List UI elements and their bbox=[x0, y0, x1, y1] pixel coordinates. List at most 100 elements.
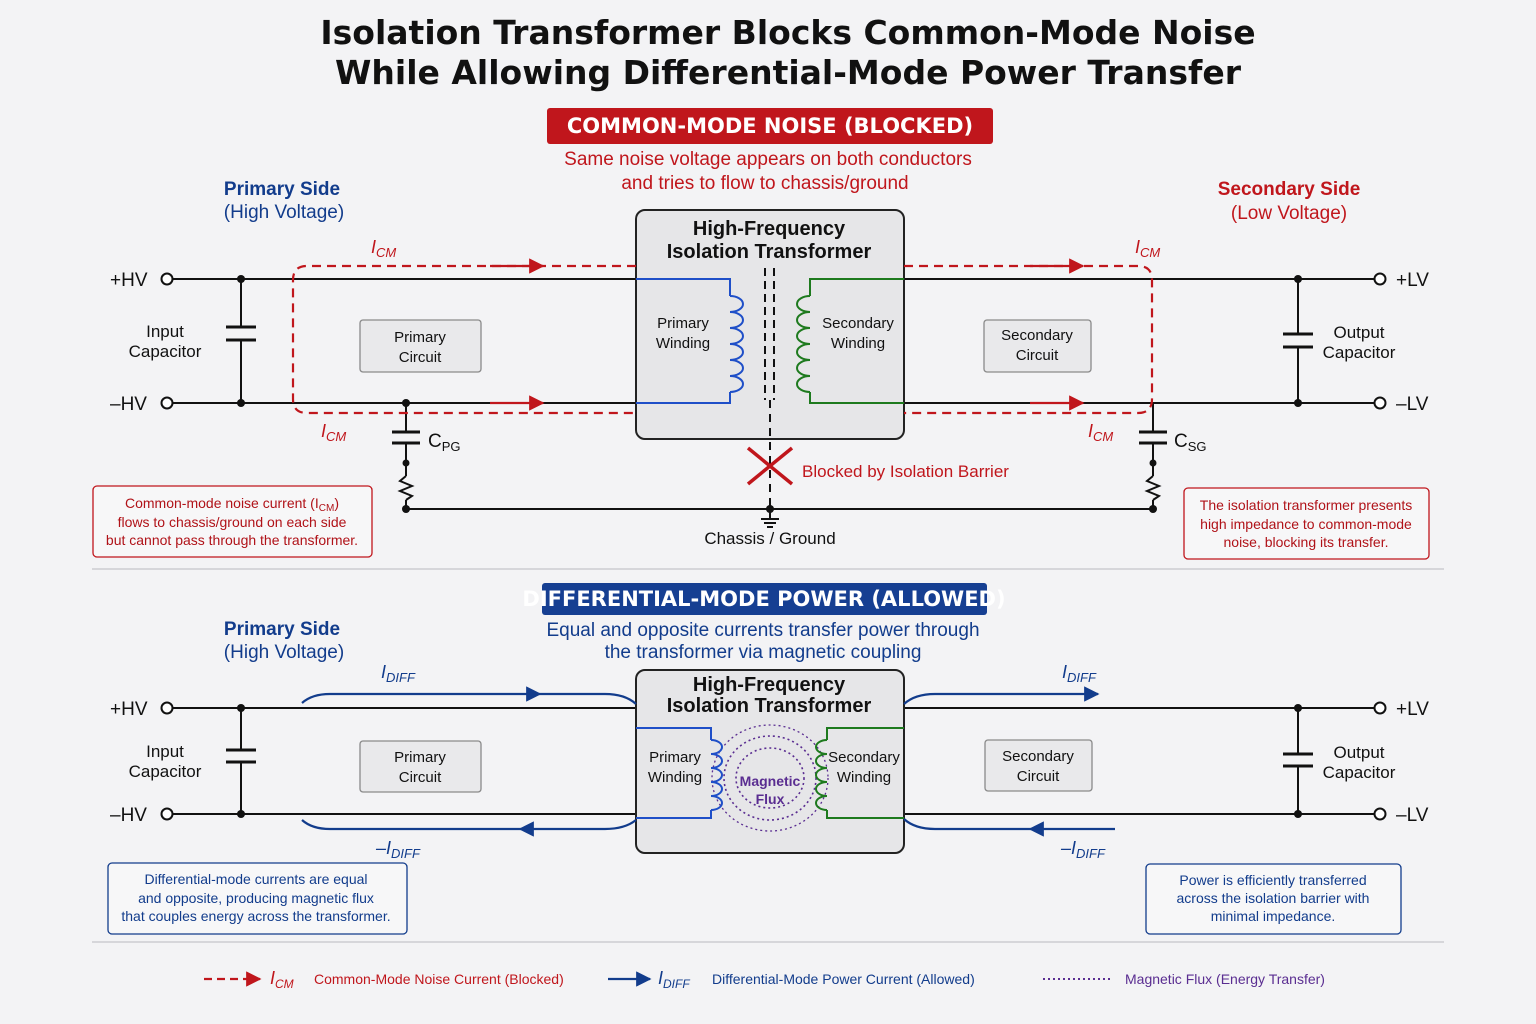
cm-description-1: Same noise voltage appears on both condu… bbox=[564, 149, 972, 170]
dm-primary-circuit-box bbox=[359, 740, 482, 793]
cm-primary-side-sub: (High Voltage) bbox=[224, 202, 344, 223]
legend-cm-symbol: ICM bbox=[270, 968, 294, 991]
legend-diff-text: Differential-Mode Power Current (Allowed… bbox=[712, 971, 975, 987]
cm-note-right-line-1: The isolation transformer presents bbox=[1200, 497, 1412, 513]
dm-primary-side-label: Primary Side bbox=[224, 619, 340, 640]
dm-flux-label-1: Magnetic bbox=[740, 773, 801, 789]
cm-note-left-box bbox=[92, 485, 373, 558]
dm-badge-label: DIFFERENTIAL-MODE POWER (ALLOWED) bbox=[522, 587, 1005, 611]
cm-transformer-title-2: Isolation Transformer bbox=[667, 241, 872, 263]
dm-note-left-line-3: that couples energy across the transform… bbox=[121, 908, 390, 924]
dm-current-label-top-right: IDIFF bbox=[1062, 662, 1097, 685]
dm-output-capacitor-label-2: Capacitor bbox=[1323, 763, 1396, 782]
cm-note-left-line-2: flows to chassis/ground on each side bbox=[118, 514, 347, 530]
dm-terminal-hv-minus: –HV bbox=[110, 805, 147, 826]
dm-output-capacitor-label-1: Output bbox=[1333, 743, 1384, 762]
cm-current-label-bottom-right: ICM bbox=[1088, 421, 1113, 444]
dm-note-right-line-2: across the isolation barrier with bbox=[1177, 890, 1370, 906]
legend-diff-symbol: IDIFF bbox=[658, 968, 690, 991]
cm-primary-circuit-box bbox=[359, 319, 482, 373]
dm-description-2: the transformer via magnetic coupling bbox=[605, 642, 922, 663]
dm-secondary-winding bbox=[815, 727, 904, 819]
cm-terminal-lv-plus-node bbox=[1373, 272, 1387, 286]
dm-terminal-hv-plus-node bbox=[160, 701, 174, 715]
dm-primary-winding bbox=[636, 727, 723, 819]
dm-current-label-bottom-left: –IDIFF bbox=[375, 838, 421, 861]
dm-note-left-line-2: and opposite, producing magnetic flux bbox=[138, 890, 374, 906]
cm-output-capacitor-label-1: Output bbox=[1333, 323, 1384, 342]
cm-primary-winding-label-1: Primary bbox=[657, 315, 709, 332]
cm-badge bbox=[547, 108, 993, 144]
cm-secondary-winding-label-1: Secondary bbox=[822, 315, 894, 332]
cm-transformer-title-1: High-Frequency bbox=[693, 218, 846, 240]
cm-terminal-hv-minus-node bbox=[160, 396, 174, 410]
legend-flux-text: Magnetic Flux (Energy Transfer) bbox=[1125, 971, 1325, 987]
dm-wires bbox=[173, 704, 1374, 818]
cm-current-label-top-right: ICM bbox=[1135, 237, 1160, 260]
blocked-x-icon bbox=[746, 446, 794, 486]
cm-core-lines bbox=[764, 268, 775, 509]
dm-terminal-lv-minus-node bbox=[1373, 807, 1387, 821]
cm-primary-side-label: Primary Side bbox=[224, 179, 340, 200]
cm-secondary-side-sub: (Low Voltage) bbox=[1231, 203, 1347, 224]
cm-current-label-bottom-left: ICM bbox=[321, 421, 346, 444]
dm-note-right-box bbox=[1145, 863, 1402, 935]
dm-current-arrows bbox=[301, 686, 1115, 837]
cm-terminal-hv-plus: +HV bbox=[110, 270, 148, 291]
title-line-1: Isolation Transformer Blocks Common-Mode… bbox=[320, 13, 1255, 52]
cm-terminal-hv-minus: –HV bbox=[110, 394, 147, 415]
cm-secondary-circuit-label-2: Circuit bbox=[1016, 347, 1059, 364]
title-line-2: While Allowing Differential-Mode Power T… bbox=[335, 53, 1242, 92]
dm-terminal-lv-plus-node bbox=[1373, 701, 1387, 715]
dm-note-left-box bbox=[107, 862, 408, 935]
dm-input-capacitor-label-2: Capacitor bbox=[129, 762, 202, 781]
cm-primary-circuit-label-1: Primary bbox=[394, 329, 446, 346]
dm-terminal-hv-minus-node bbox=[160, 807, 174, 821]
cm-terminal-lv-minus-node bbox=[1373, 396, 1387, 410]
cm-transformer-box bbox=[635, 209, 905, 440]
cm-primary-winding-label-2: Winding bbox=[656, 335, 710, 352]
cm-current-label-top-left: ICM bbox=[371, 237, 396, 260]
dm-current-label-top-left: IDIFF bbox=[381, 662, 416, 685]
dm-description-1: Equal and opposite currents transfer pow… bbox=[546, 620, 979, 641]
dm-flux-label-2: Flux bbox=[756, 791, 785, 807]
cm-output-capacitor-label-2: Capacitor bbox=[1323, 343, 1396, 362]
cm-wires bbox=[173, 275, 1374, 528]
ground-label: Chassis / Ground bbox=[704, 529, 835, 548]
cm-badge-label: COMMON-MODE NOISE (BLOCKED) bbox=[567, 114, 973, 138]
legend-cm-text: Common-Mode Noise Current (Blocked) bbox=[314, 971, 564, 987]
cm-primary-circuit-label-2: Circuit bbox=[399, 349, 442, 366]
dm-primary-circuit-label-1: Primary bbox=[394, 749, 446, 766]
dm-transformer-box bbox=[635, 669, 905, 854]
cm-secondary-side-label: Secondary Side bbox=[1218, 179, 1361, 200]
cm-secondary-winding bbox=[796, 278, 904, 404]
dm-current-label-bottom-right: –IDIFF bbox=[1060, 838, 1106, 861]
cm-note-right-line-3: noise, blocking its transfer. bbox=[1224, 534, 1389, 550]
dm-secondary-circuit-label-1: Secondary bbox=[1002, 748, 1074, 765]
blocked-label: Blocked by Isolation Barrier bbox=[802, 462, 1009, 481]
cm-terminal-hv-plus-node bbox=[160, 272, 174, 286]
cm-note-left-line-1: Common-mode noise current (ICM) bbox=[125, 495, 339, 514]
cpg-label: CPG bbox=[428, 431, 461, 454]
cm-description-2: and tries to flow to chassis/ground bbox=[621, 173, 908, 194]
dm-terminal-lv-plus: +LV bbox=[1396, 699, 1429, 720]
dm-primary-circuit-label-2: Circuit bbox=[399, 769, 442, 786]
dm-note-left-line-1: Differential-mode currents are equal bbox=[144, 871, 367, 887]
cm-secondary-circuit-box bbox=[983, 319, 1092, 373]
dm-transformer-title-2: Isolation Transformer bbox=[667, 695, 872, 717]
cm-terminal-lv-plus: +LV bbox=[1396, 270, 1429, 291]
dm-transformer-title-1: High-Frequency bbox=[693, 674, 846, 696]
dm-note-right-line-3: minimal impedance. bbox=[1211, 908, 1336, 924]
cm-note-right-box bbox=[1183, 487, 1430, 560]
dm-primary-side-sub: (High Voltage) bbox=[224, 642, 344, 663]
dm-badge bbox=[542, 583, 987, 615]
dm-primary-winding-label-2: Winding bbox=[648, 769, 702, 786]
cm-terminal-lv-minus: –LV bbox=[1396, 394, 1429, 415]
dm-secondary-circuit-label-2: Circuit bbox=[1017, 768, 1060, 785]
dm-secondary-winding-label-2: Winding bbox=[837, 769, 891, 786]
cm-secondary-circuit-label-1: Secondary bbox=[1001, 327, 1073, 344]
cm-secondary-winding-label-2: Winding bbox=[831, 335, 885, 352]
csg-label: CSG bbox=[1174, 431, 1207, 454]
dm-primary-winding-label-1: Primary bbox=[649, 749, 701, 766]
